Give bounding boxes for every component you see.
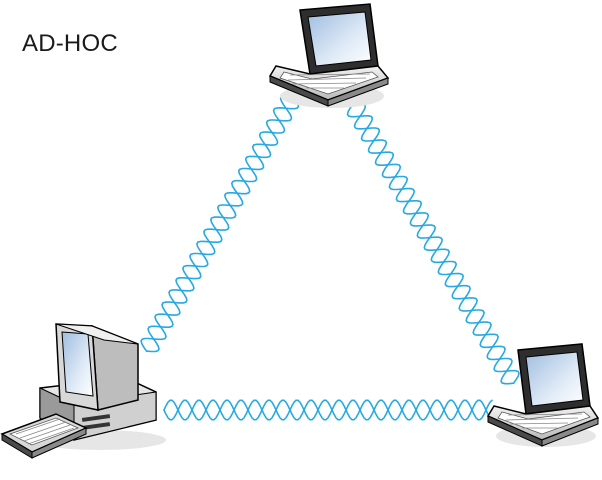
desktop-left xyxy=(0,323,166,459)
link-top-to-desktop xyxy=(140,82,307,353)
laptop-top xyxy=(268,3,390,108)
keyboard-icon xyxy=(0,413,88,459)
link-top-to-right-laptop xyxy=(339,90,520,385)
wireless-signal-wave xyxy=(140,83,307,352)
wireless-signal-wave xyxy=(345,90,515,385)
wireless-signal-wave xyxy=(163,399,493,421)
link-desktop-to-right-laptop xyxy=(163,399,493,421)
wireless-signal-wave xyxy=(163,399,493,421)
diagram-title: AD-HOC xyxy=(22,30,118,57)
laptop-right xyxy=(486,343,600,447)
desktop-computer-icon xyxy=(0,323,166,459)
laptop-icon xyxy=(486,343,600,447)
laptop-icon xyxy=(268,3,390,108)
